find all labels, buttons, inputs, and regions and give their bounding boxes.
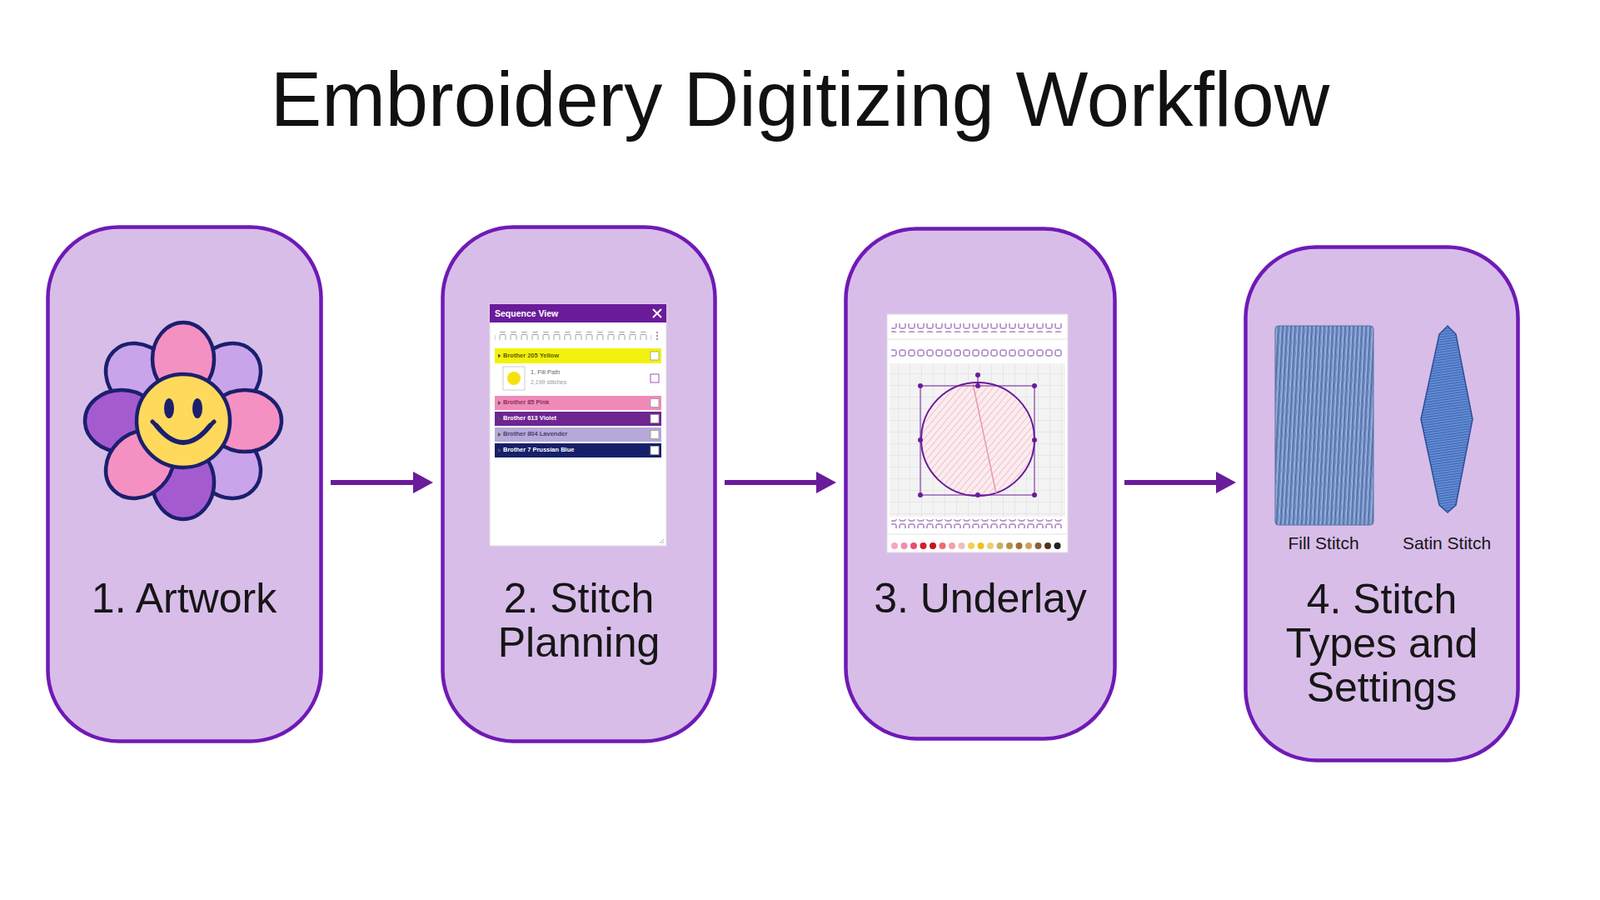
diagram-title: Embroidery Digitizing Workflow: [0, 53, 1600, 145]
flow-arrow: [1124, 479, 1220, 485]
rounded-box: [1246, 247, 1519, 761]
flow-arrow: [724, 479, 820, 485]
step-label: 1. Artwork: [59, 576, 310, 621]
step-box-outline: [843, 226, 1117, 741]
step-label: 3. Underlay: [855, 576, 1106, 621]
step-box: 1. Artwork: [45, 224, 324, 743]
step-box-outline: [45, 224, 324, 743]
rounded-box: [443, 227, 716, 742]
rounded-box: [48, 227, 322, 742]
step-box: 2. Stitch Planning: [440, 224, 718, 743]
step-box-outline: [440, 224, 718, 743]
rounded-box: [846, 229, 1116, 739]
step-box: Fill Stitch Satin Stitch 4. Stitch Types a…: [1243, 244, 1521, 763]
step-label: 2. Stitch Planning: [453, 576, 704, 665]
sample-caption: Satin Stitch: [1388, 533, 1506, 554]
flow-arrow: [330, 479, 417, 485]
sample-caption: Fill Stitch: [1265, 533, 1382, 554]
step-box: 3. Underlay: [843, 226, 1117, 741]
step-label: 4. Stitch Types and Settings: [1256, 577, 1507, 710]
